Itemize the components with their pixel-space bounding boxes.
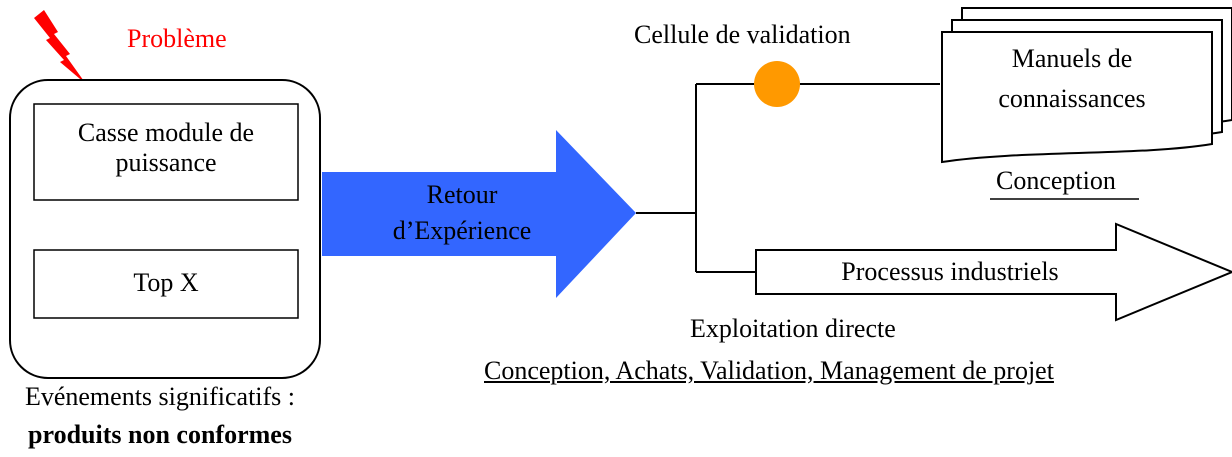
manuals-line1: Manuels de — [1011, 44, 1133, 73]
direct-use-caption: Conception, Achats, Validation, Manageme… — [484, 356, 1054, 385]
event-item-1: Casse module de puissance — [34, 118, 298, 178]
manuals-document-stack — [941, 7, 1232, 164]
feedback-arrow-line1: Retour — [426, 180, 498, 209]
event-item-box-1 — [33, 103, 299, 201]
manuals-line2: connaissances — [998, 84, 1146, 113]
direct-use-label: Exploitation directe — [690, 314, 896, 343]
process-arrow — [755, 222, 1232, 322]
events-caption-line1: Evénements significatifs : — [24, 382, 296, 411]
process-arrow-label: Processus industriels — [841, 257, 1059, 286]
lightning-icon — [34, 10, 86, 84]
validation-cell-label: Cellule de validation — [634, 20, 851, 49]
event-item-box-2 — [33, 249, 299, 319]
events-caption-line2: produits non conformes — [28, 420, 292, 449]
event-item-1-line1: Casse module de — [77, 118, 255, 147]
event-item-2: Top X — [133, 268, 199, 297]
feedback-arrow-label: Retour d’Expérience — [372, 180, 552, 246]
validation-dot — [754, 61, 800, 107]
connector-lines — [636, 83, 940, 273]
validation-label-backdrop — [626, 16, 898, 54]
feedback-arrow — [322, 130, 636, 298]
manuals-caption: Conception — [996, 166, 1116, 195]
manuals-label: Manuels de connaissances — [952, 44, 1192, 114]
problem-label: Problème — [127, 24, 227, 53]
event-item-1-line2: puissance — [115, 148, 217, 177]
events-caption: Evénements significatifs : produits non … — [0, 382, 320, 450]
feedback-arrow-line2: d’Expérience — [392, 216, 532, 245]
